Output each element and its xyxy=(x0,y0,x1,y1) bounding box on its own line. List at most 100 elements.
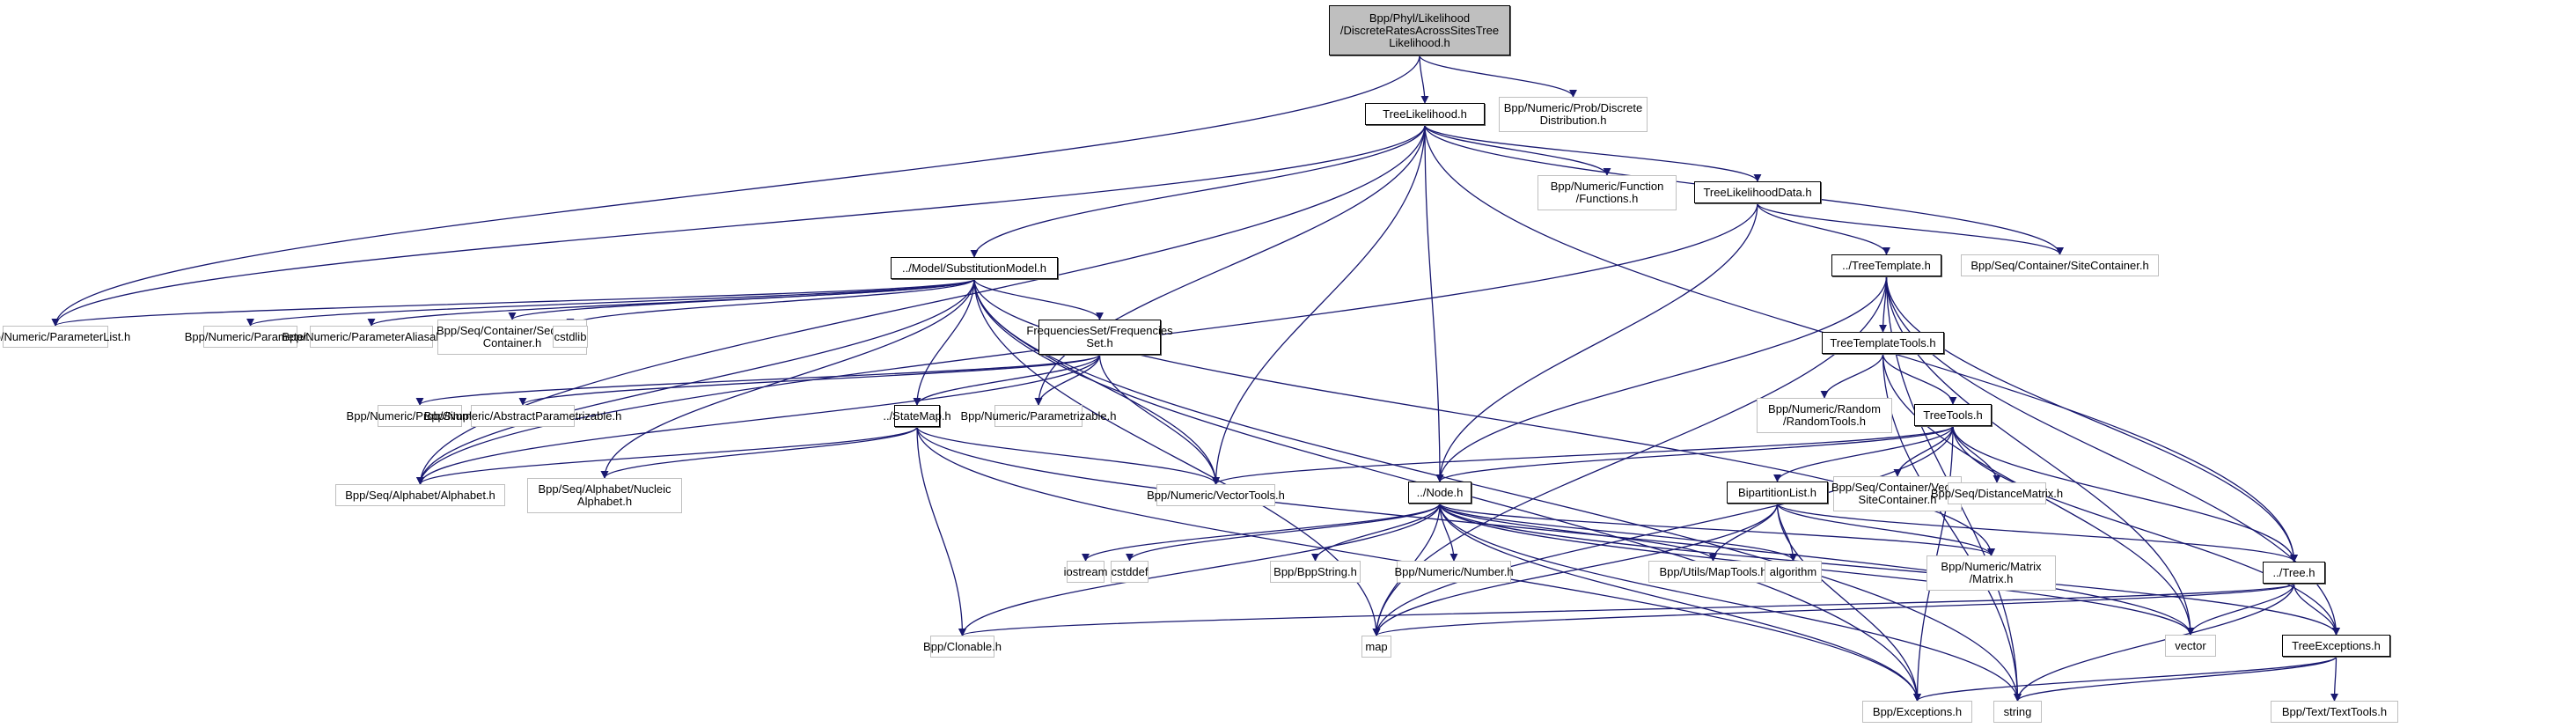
edge-tttools-to-randomtools xyxy=(1820,353,1884,399)
node-texttools: Bpp/Text/TextTools.h xyxy=(2271,701,2398,723)
node-tree[interactable]: ../Tree.h xyxy=(2263,562,2325,584)
edge-freqset-to-absparam xyxy=(518,354,1101,406)
edge-tttools-to-treetools xyxy=(1882,353,1957,405)
edge-root-to-paramlist xyxy=(51,55,1420,327)
node-substmodel[interactable]: ../Model/SubstitutionModel.h xyxy=(891,257,1058,279)
edge-substmodel-to-alphabet xyxy=(416,278,975,485)
edge-substmodel-to-paramlist xyxy=(51,278,975,327)
node-root[interactable]: Bpp/Phyl/Likelihood /DiscreteRatesAcross… xyxy=(1329,5,1510,55)
node-treetemplate[interactable]: ../TreeTemplate.h xyxy=(1831,254,1941,276)
edge-freqset-to-alphabet xyxy=(416,354,1101,485)
edge-treetools-to-treeexc xyxy=(1952,425,2341,636)
edge-statemap-to-nucalpha xyxy=(600,426,918,479)
node-number: Bpp/Numeric/Number.h xyxy=(1394,561,1514,583)
node-alphabet: Bpp/Seq/Alphabet/Alphabet.h xyxy=(335,484,505,506)
node-randomtools: Bpp/Numeric/Random /RandomTools.h xyxy=(1757,398,1892,433)
edge-substmodel-to-freqset xyxy=(973,278,1104,320)
edge-treelik-to-paramlist xyxy=(51,124,1426,327)
edge-treetools-to-map xyxy=(1372,425,1954,636)
node-vector: vector xyxy=(2165,635,2216,657)
node-treetools[interactable]: TreeTools.h xyxy=(1914,404,1992,426)
edge-tldata-to-node xyxy=(1435,202,1758,482)
edge-treelik-to-functions xyxy=(1424,124,1611,176)
edge-substmodel-to-cstdlib xyxy=(566,278,975,327)
edge-tree-to-treeexc xyxy=(2293,583,2341,636)
node-tldata[interactable]: TreeLikelihoodData.h xyxy=(1694,181,1821,203)
edge-substmodel-to-string xyxy=(973,278,2022,702)
node-sitecontainer: Bpp/Seq/Container/SiteContainer.h xyxy=(1961,254,2159,276)
edge-treelik-to-node xyxy=(1424,124,1444,482)
node-distmatrix: Bpp/Seq/DistanceMatrix.h xyxy=(1931,482,2063,504)
node-discdist: Bpp/Numeric/Prob/Discrete Distribution.h xyxy=(1499,97,1648,132)
edge-statemap-to-clonable xyxy=(916,426,967,636)
node-cstdlib: cstdlib xyxy=(553,326,588,348)
edge-treelik-to-substmodel xyxy=(970,124,1426,258)
node-nucalpha: Bpp/Seq/Alphabet/Nucleic Alphabet.h xyxy=(527,478,682,513)
edge-substmodel-to-statemap xyxy=(913,278,975,406)
edge-substmodel-to-parameter xyxy=(246,278,975,327)
node-bipartition[interactable]: BipartitionList.h xyxy=(1727,482,1828,504)
edge-tree-to-map xyxy=(1372,583,2295,636)
edge-treetemplate-to-tree xyxy=(1885,276,2299,563)
node-maptools: Bpp/Utils/MapTools.h xyxy=(1648,561,1778,583)
edge-treelik-to-tldata xyxy=(1424,124,1762,182)
node-paramlist: Bpp/Numeric/ParameterList.h xyxy=(0,326,130,348)
node-statemap[interactable]: ../StateMap.h xyxy=(883,405,951,427)
edge-treeexc-to-texttools xyxy=(2330,656,2339,702)
node-tttools[interactable]: TreeTemplateTools.h xyxy=(1822,332,1944,354)
node-matrix: Bpp/Numeric/Matrix /Matrix.h xyxy=(1926,555,2056,591)
edge-treelik-to-alphabet xyxy=(416,124,1426,485)
edge-treetools-to-node xyxy=(1435,425,1954,482)
edge-treetools-to-vectortools xyxy=(1212,425,1954,485)
edge-bipartition-to-matrix xyxy=(1776,503,1995,556)
edge-tree-to-string xyxy=(2013,583,2295,702)
edge-tldata-to-sitecontainer xyxy=(1757,202,2064,255)
edge-node-to-bppstring xyxy=(1310,503,1441,562)
edge-node-to-cstddef xyxy=(1126,503,1441,562)
edge-treelik-to-parametrizable xyxy=(1034,124,1426,406)
node-vsc: Bpp/Seq/Container/Vector SiteContainer.h xyxy=(1831,476,1963,511)
node-clonable: Bpp/Clonable.h xyxy=(923,636,1002,658)
edge-node-to-maptools xyxy=(1439,503,1717,562)
node-simplex: Bpp/Numeric/Prob/Simplex.h xyxy=(347,405,493,427)
edge-treetools-to-vsc xyxy=(1893,425,1954,477)
edge-tldata-to-treetemplate xyxy=(1757,202,1890,255)
node-exceptions: Bpp/Exceptions.h xyxy=(1862,701,1972,723)
edge-freqset-to-vectortools xyxy=(1098,354,1221,485)
edge-treetools-to-distmatrix xyxy=(1952,425,2001,483)
node-iostream: iostream xyxy=(1064,561,1107,583)
edge-treeexc-to-string xyxy=(2014,656,2337,702)
node-node[interactable]: ../Node.h xyxy=(1408,482,1471,504)
node-paramalias: Bpp/Numeric/ParameterAliasable.h xyxy=(282,326,461,348)
edge-treetools-to-bipartition xyxy=(1773,425,1954,482)
edge-tree-to-vector xyxy=(2186,583,2295,636)
edge-treetools-to-tree xyxy=(1952,425,2298,563)
node-algorithm: algorithm xyxy=(1765,561,1822,583)
node-functions: Bpp/Numeric/Function /Functions.h xyxy=(1538,175,1677,210)
edge-node-to-treeexc xyxy=(1439,503,2340,636)
edge-statemap-to-alphabet xyxy=(416,426,918,485)
edge-statemap-to-vectortools xyxy=(916,426,1220,485)
edge-treeexc-to-exceptions xyxy=(1913,656,2337,702)
node-parameter: Bpp/Numeric/Parameter.h xyxy=(185,326,316,348)
node-treeexc[interactable]: TreeExceptions.h xyxy=(2282,635,2390,657)
node-vectortools: Bpp/Numeric/VectorTools.h xyxy=(1147,484,1285,506)
edge-freqset-to-statemap xyxy=(913,354,1101,406)
node-map: map xyxy=(1361,636,1391,658)
edge-node-to-string xyxy=(1439,503,2022,702)
edge-treelik-to-vectortools xyxy=(1211,124,1426,485)
node-parametrizable: Bpp/Numeric/Parametrizable.h xyxy=(960,405,1117,427)
node-freqset[interactable]: FrequenciesSet/Frequencies Set.h xyxy=(1026,320,1173,355)
edge-treetemplate-to-node xyxy=(1435,276,1888,482)
edge-node-to-exceptions xyxy=(1439,503,1922,702)
node-bppstring: Bpp/BppString.h xyxy=(1270,561,1361,583)
edge-bipartition-to-exceptions xyxy=(1776,503,1922,702)
edge-root-to-discdist xyxy=(1419,55,1577,98)
node-absparam: Bpp/Numeric/AbstractParametrizable.h xyxy=(424,405,621,427)
edge-root-to-treelik xyxy=(1419,55,1429,104)
edge-freqset-to-parametrizable xyxy=(1034,354,1101,406)
node-treelik[interactable]: TreeLikelihood.h xyxy=(1365,103,1485,125)
node-string: string xyxy=(1993,701,2042,723)
edge-freqset-to-simplex xyxy=(415,354,1101,406)
